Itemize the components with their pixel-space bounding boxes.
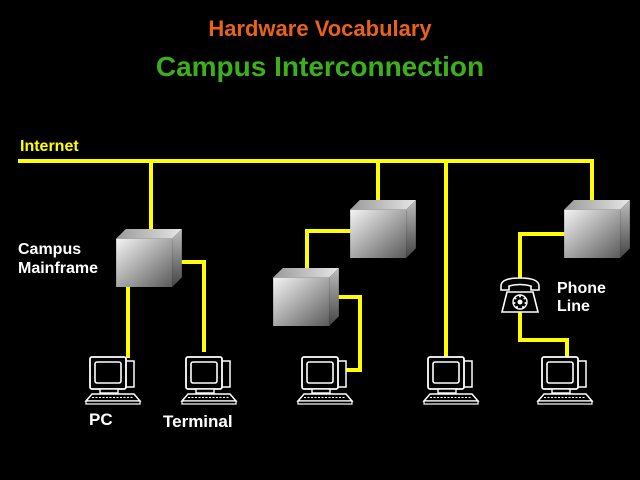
internet-label: Internet — [20, 138, 79, 155]
phone-line-label-line2: Line — [557, 298, 590, 315]
campus-mainframe-label-line1: Campus — [18, 241, 81, 258]
computer-icon — [423, 356, 479, 405]
server-icon — [350, 200, 416, 258]
mainframe-terminal-line — [174, 260, 206, 352]
page-subtitle: Hardware Vocabulary — [208, 16, 432, 41]
campus-mainframe-label-line2: Mainframe — [18, 260, 98, 277]
terminal-label: Terminal — [163, 412, 233, 431]
phone-line-label-line1: Phone — [557, 280, 606, 297]
server4-phone-line — [518, 232, 568, 278]
server-icon — [564, 200, 630, 258]
server2-server3-line — [305, 229, 354, 274]
computer-icon — [297, 356, 353, 405]
page-title: Campus Interconnection — [155, 51, 485, 82]
computer-icon — [537, 356, 593, 405]
terminal-computer-icon — [181, 356, 237, 405]
pc-computer-icon — [85, 356, 141, 405]
server-icon — [273, 268, 339, 326]
network-lines — [18, 159, 594, 372]
campus-mainframe-server-icon — [116, 229, 182, 287]
server3-computer-line — [338, 295, 362, 372]
pc-label: PC — [89, 410, 113, 429]
phone-computer-line — [518, 310, 569, 358]
telephone-icon — [500, 277, 540, 313]
